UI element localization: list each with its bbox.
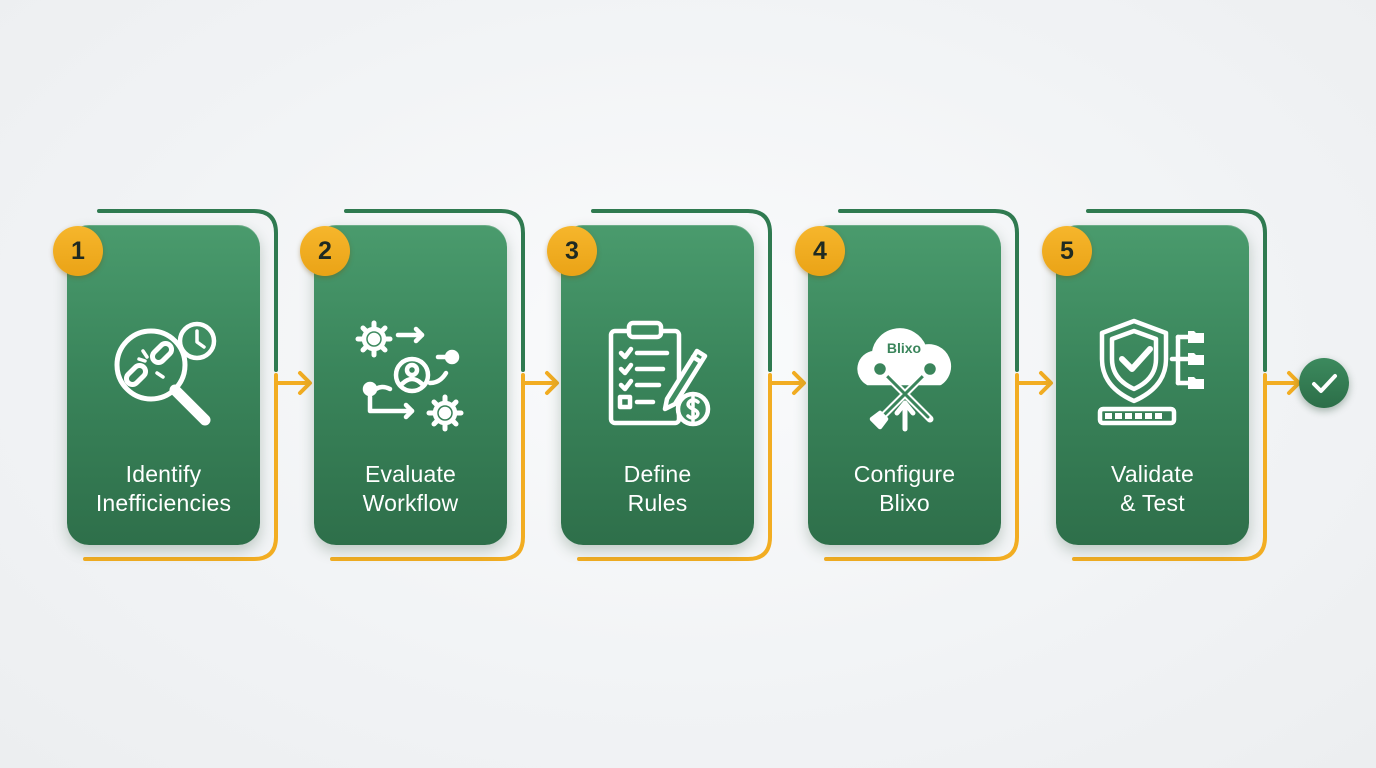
step-number-badge-4: 4 [795,226,845,276]
step-label-3-line1: Define [623,461,692,487]
arrow-head-icon [1039,371,1053,395]
workflow-gears-user-icon [355,320,464,432]
step-number-badge-5: 5 [1042,226,1092,276]
step-card-2: Evaluate Workflow [314,225,507,545]
arrow-head-icon [298,371,312,395]
step-label-5-line2: & Test [1120,490,1185,516]
arrow-head-icon [792,371,806,395]
checkmark-circle-icon [1299,358,1349,408]
step-card-3: Define Rules [561,225,754,545]
step-label-5: Validate & Test [1056,460,1249,518]
step-number-badge-3: 3 [547,226,597,276]
arrow-head-icon [1287,371,1301,395]
step-label-4-line2: Blixo [879,490,930,516]
cloud-tools-upload-icon: Blixo [857,328,952,432]
icon-brand-text: Blixo [887,340,921,356]
step-label-5-line1: Validate [1110,461,1194,487]
step-card-1: Identify Inefficiencies [67,225,260,545]
step-label-1-line2: Inefficiencies [95,490,232,516]
step-label-1: Identify Inefficiencies [67,460,260,518]
step-label-2-line1: Evaluate [364,461,457,487]
step-label-3-line2: Rules [627,490,688,516]
step-label-1-line1: Identify [125,461,202,487]
step-label-4-line1: Configure [853,461,956,487]
arrow-head-icon [545,371,559,395]
step-card-4: Blixo Configure Blixo [808,225,1001,545]
magnifier-broken-link-clock-icon [114,321,217,426]
step-label-2: Evaluate Workflow [314,460,507,518]
step-label-4: Configure Blixo [808,460,1001,518]
step-label-3: Define Rules [561,460,754,518]
step-label-2-line2: Workflow [362,490,459,516]
shield-check-progress-hierarchy-icon [1097,318,1204,426]
step-number-badge-2: 2 [300,226,350,276]
step-card-5: Validate & Test [1056,225,1249,545]
step-number-badge-1: 1 [53,226,103,276]
clipboard-checklist-pencil-dollar-icon [608,320,711,427]
